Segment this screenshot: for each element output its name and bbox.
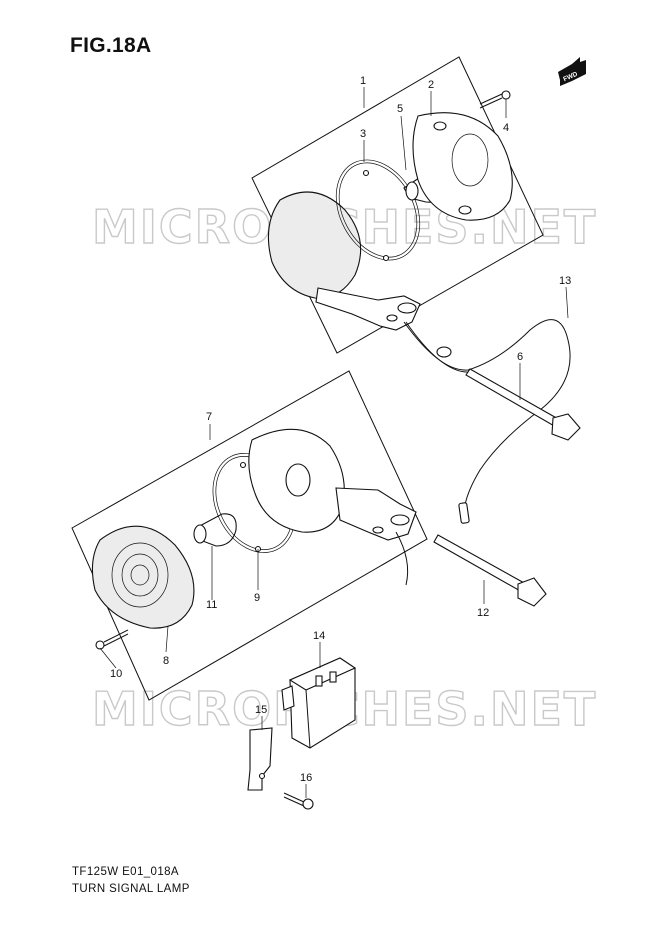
part-number-labels: 1 2 3 4 5 6 7 8 9 10 11 12 13 14 15 16 xyxy=(110,75,571,784)
socket-housing-2 xyxy=(412,112,513,221)
rear-lamp-wire xyxy=(395,531,409,586)
label-part-4: 4 xyxy=(503,122,509,134)
label-part-8: 8 xyxy=(163,655,169,667)
label-part-9: 9 xyxy=(254,592,260,604)
label-part-15: 15 xyxy=(255,704,267,716)
leader-lines xyxy=(99,87,569,798)
lens-housing xyxy=(267,191,362,299)
label-part-2: 2 xyxy=(428,79,434,91)
forward-arrow-icon: FWD xyxy=(558,57,586,86)
label-part-3: 3 xyxy=(360,128,366,140)
label-part-1: 1 xyxy=(360,75,366,87)
bolt-12 xyxy=(433,534,547,607)
label-part-13: 13 xyxy=(559,275,571,287)
bulb-11 xyxy=(195,513,237,547)
screw-16 xyxy=(283,792,314,810)
label-part-16: 16 xyxy=(300,772,312,784)
label-part-6: 6 xyxy=(517,351,523,363)
screw-4 xyxy=(479,90,511,109)
bolt-6 xyxy=(465,368,581,441)
wire-connector xyxy=(458,502,470,524)
relay-14 xyxy=(281,657,357,749)
rear-turn-signal-assembly xyxy=(71,370,428,701)
rear-stem-bracket xyxy=(335,487,417,541)
label-part-14: 14 xyxy=(313,630,325,642)
screw-10 xyxy=(95,629,129,650)
ring-terminal xyxy=(436,346,452,358)
stem-mount-hole xyxy=(397,302,417,314)
label-part-5: 5 xyxy=(397,103,403,115)
label-part-10: 10 xyxy=(110,668,122,680)
section-name: TURN SIGNAL LAMP xyxy=(72,883,190,895)
assembly-7-box xyxy=(71,370,428,701)
wire-harness-13 xyxy=(403,319,571,524)
figure-title: FIG.18A xyxy=(70,34,152,57)
label-part-12: 12 xyxy=(477,607,489,619)
label-part-7: 7 xyxy=(206,411,212,423)
lens-8 xyxy=(91,525,195,629)
bracket-15 xyxy=(247,727,273,791)
model-code: TF125W E01_018A xyxy=(72,866,180,878)
label-part-11: 11 xyxy=(206,599,217,611)
front-turn-signal-assembly xyxy=(251,56,544,354)
